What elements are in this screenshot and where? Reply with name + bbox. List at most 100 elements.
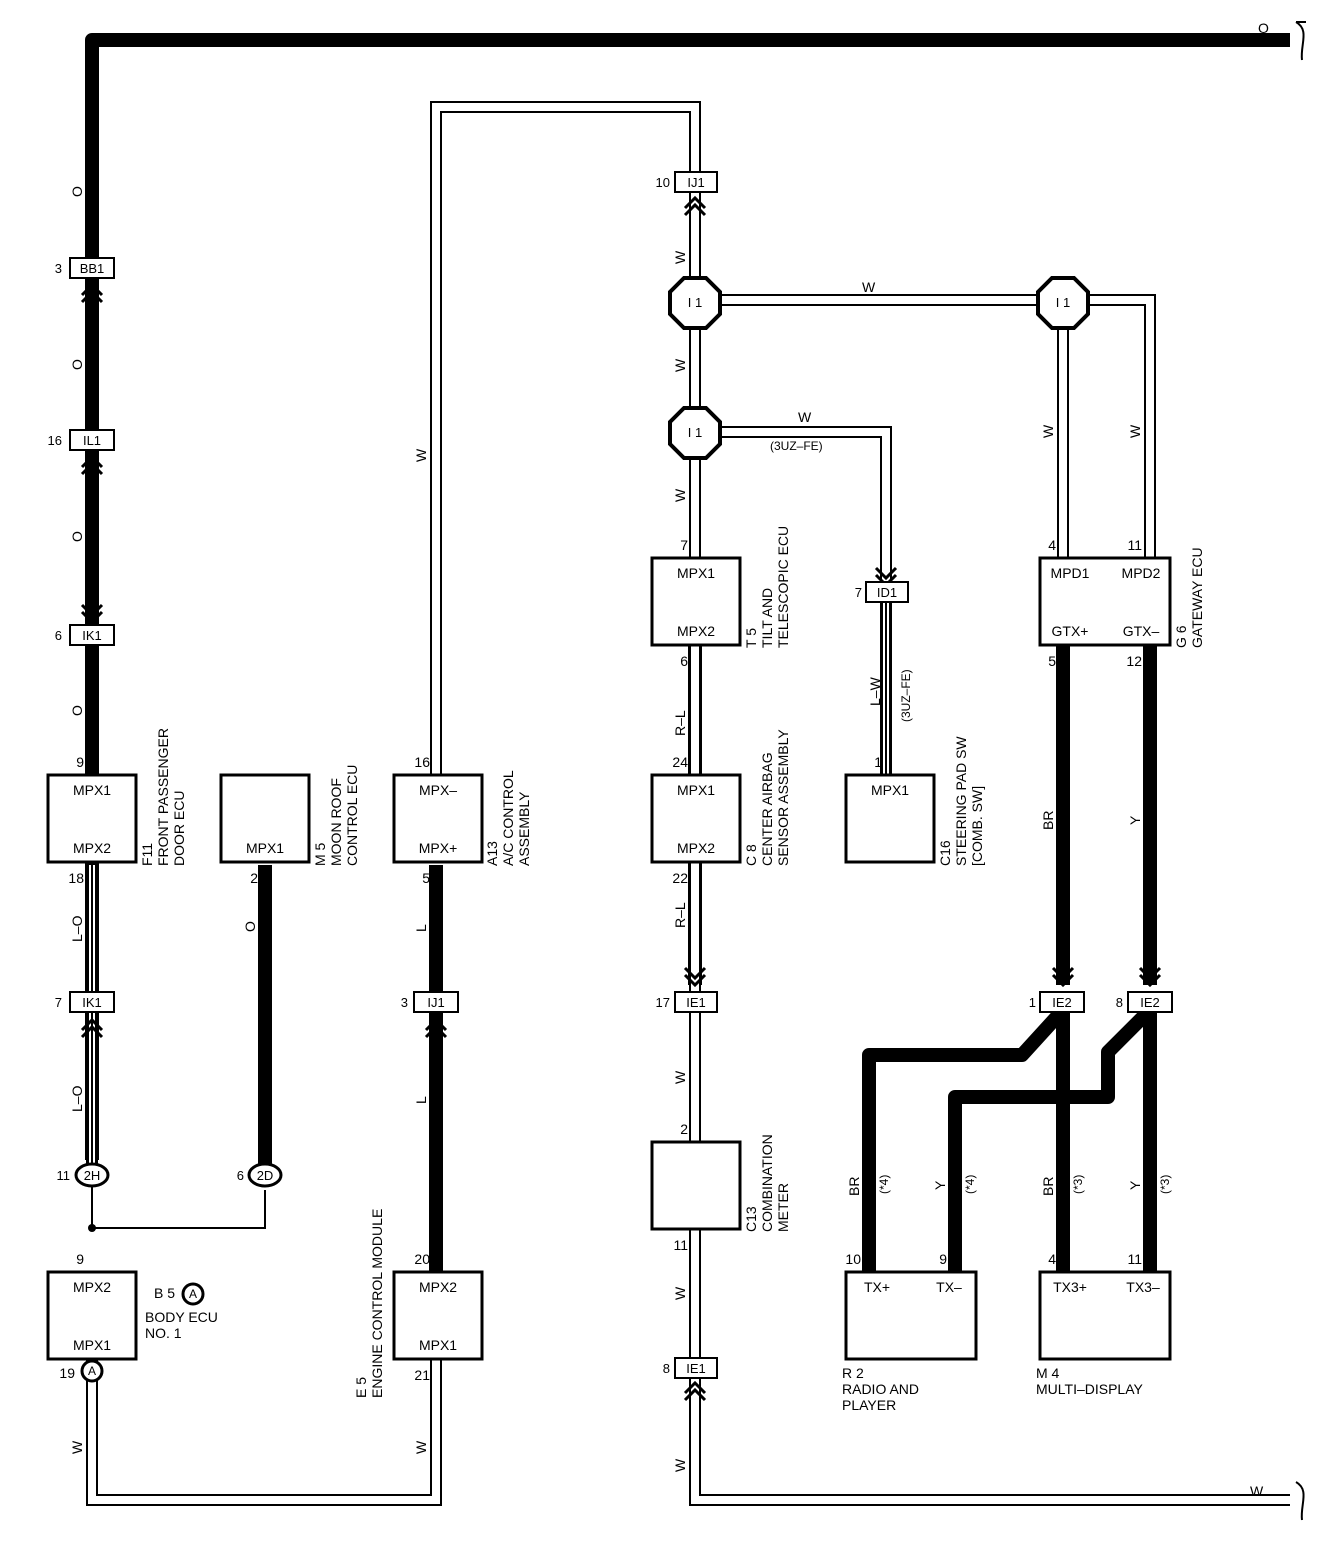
component-name: TILT AND [759,588,775,648]
connector-id: IJ1 [687,175,704,190]
wire-color-label: L–W [867,676,883,706]
component-name: MULTI–DISPLAY [1036,1381,1144,1397]
component-code: C16 [937,840,953,866]
component-code: T 5 [743,628,759,648]
connector-ik1-bottom: IK1 7 [55,991,115,1013]
component-code: F11 [139,843,155,866]
pin-number: 6 [237,1168,244,1183]
pin-number: 2 [250,870,258,886]
wire-color-label: BR [1040,1177,1056,1196]
pin-number: 22 [672,870,688,886]
connector-id: 2D [257,1168,274,1183]
connector-bb1: BB1 3 [55,257,115,279]
component-code: C13 [743,1206,759,1232]
chevron-up-icon [683,1380,707,1402]
wire-color-label: R–L [672,710,688,736]
pin-number: 11 [673,1237,688,1253]
terminal-label: MPX1 [246,840,284,856]
wire-color-label: W [672,1070,688,1084]
terminal-label: MPX1 [871,782,909,798]
pin-number: 9 [939,1251,947,1267]
terminal-label: MPX2 [677,840,715,856]
wire-color-label: W [672,488,688,502]
terminal-label: MPX2 [677,623,715,639]
connector-id: IE1 [686,1361,706,1376]
pin-number: 12 [1126,653,1142,669]
component-c13: 2 11 C13 COMBINATION METER [650,1121,791,1253]
wire-color-label: W [1127,424,1143,438]
chevron-up-icon [80,282,104,304]
component-code: G 6 [1173,625,1189,648]
component-c16: MPX1 1 C16 STEERING PAD SW [COMB. SW] [844,736,985,866]
component-name: GATEWAY ECU [1189,547,1205,648]
component-name: ENGINE CONTROL MODULE [369,1209,385,1398]
pin-number: 24 [672,754,688,770]
junction-2d: 2D 6 [237,1162,283,1188]
connector-il1: IL1 16 [48,429,115,451]
wire-continuation-marks [1295,21,1306,1521]
wire-color-label: L–O [69,915,85,942]
wire-color-label: O [69,705,85,716]
component-name: PLAYER [842,1397,896,1413]
wire-labels: O W W W (3UZ–FE) O O O O L–O L–O W O W L… [69,20,1269,1499]
pin-number: 10 [845,1251,861,1267]
connector-id: IE2 [1052,995,1072,1010]
pin-number: 11 [1127,537,1142,553]
component-code: C 8 [743,844,759,866]
terminal-label: MPX1 [73,782,111,798]
option-note: (*3) [1071,1175,1085,1194]
component-a13: MPX– MPX+ 16 5 A13 A/C CONTROL ASSEMBLY [392,754,532,886]
pin-number: 3 [401,995,408,1010]
pin-number: 7 [680,537,688,553]
pin-number: 10 [656,175,670,190]
option-note: (*3) [1158,1175,1172,1194]
component-g6: MPD1 MPD2 GTX+ GTX– 4 11 5 12 G 6 GATEWA… [1038,537,1205,669]
chevron-down-icon [1138,966,1162,988]
component-code: M 5 [312,842,328,866]
chevron-up-icon [683,195,707,217]
engine-note: (3UZ–FE) [899,669,913,722]
junction-2h: 2H 11 [57,1162,110,1188]
pin-number: 2 [680,1121,688,1137]
component-r2: TX+ TX– 10 9 R 2 RADIO AND PLAYER [842,1251,978,1413]
pin-number: 11 [57,1168,71,1183]
connector-id: ID1 [877,585,897,600]
pin-number: 1 [874,754,882,770]
connector-ie2-left: IE2 1 [1029,991,1085,1013]
component-f11: MPX1 MPX2 9 18 F11 FRONT PASSENGER DOOR … [46,728,187,886]
junction-i1-c: I 1 [668,406,722,460]
terminal-label: MPX1 [419,1337,457,1353]
pin-number: 20 [414,1251,430,1267]
component-e5: MPX2 MPX1 20 21 E 5 ENGINE CONTROL MODUL… [353,1209,484,1398]
wire-color-label: W [672,358,688,372]
pin-number: 21 [414,1367,430,1383]
terminal-label: MPD1 [1051,565,1090,581]
wire-color-label: L–O [69,1085,85,1112]
component-code: B 5 [154,1285,175,1301]
thick-wires [85,33,1290,1272]
pin-number: 6 [55,628,62,643]
connector-tag: A [189,1287,197,1301]
wire-color-label: Y [1127,1180,1143,1190]
wire-color-label: BR [1040,811,1056,830]
terminal-label: MPX2 [73,1279,111,1295]
wire-color-label: L [413,924,429,932]
component-name: BODY ECU [145,1309,218,1325]
splice-dot [88,1224,96,1232]
terminal-label: TX3+ [1053,1279,1087,1295]
junction-i1-a: I 1 [668,276,722,330]
pin-number: 7 [55,995,62,1010]
terminal-label: MPX1 [677,782,715,798]
white-wires [86,101,1290,1506]
chevron-up-icon [80,454,104,476]
terminal-label: GTX+ [1052,623,1089,639]
connector-ik1-top: IK1 6 [55,624,115,646]
component-name: A/C CONTROL [500,770,516,866]
connector-id: IE1 [686,995,706,1010]
terminal-label: GTX– [1123,623,1160,639]
wire-br-r2 [862,1005,1069,1272]
wire-color-label: O [69,186,85,197]
component-name: MOON ROOF [328,778,344,866]
junction-i1-b: I 1 [1036,276,1090,330]
wire-color-label: W [413,448,429,462]
